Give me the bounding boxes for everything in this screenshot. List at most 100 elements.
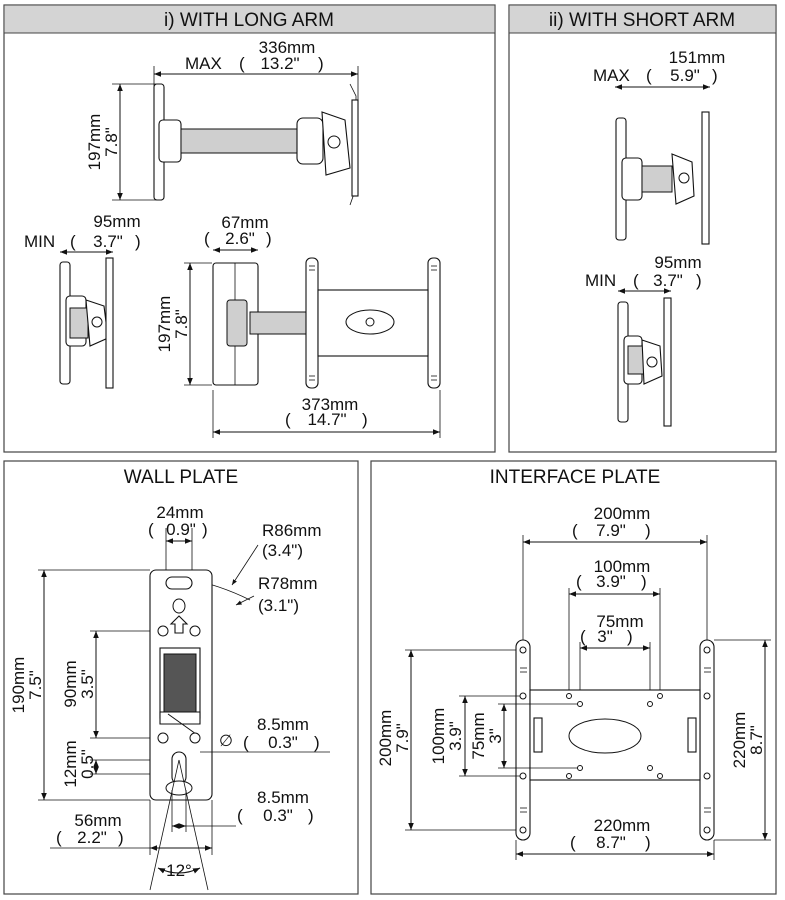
interface-plate-drawing <box>515 639 715 841</box>
svg-text:(: ( <box>285 410 291 429</box>
svg-text:): ) <box>645 521 651 540</box>
panel-long-arm: i) WITH LONG ARM MAX 336mm ( 13.2" ) 197… <box>3 4 496 453</box>
iface-w75-mm: 75mm <box>596 612 643 631</box>
iface-h100-in: 3.9" <box>446 721 465 751</box>
svg-text:(: ( <box>148 520 154 539</box>
svg-text:): ) <box>627 627 633 646</box>
panel-title-wall-plate: WALL PLATE <box>124 467 238 488</box>
svg-text:): ) <box>645 833 651 852</box>
wall-r-inner: R78mm <box>258 574 318 593</box>
svg-text:(: ( <box>576 572 582 591</box>
svg-text:): ) <box>118 828 124 847</box>
svg-text:): ) <box>202 520 208 539</box>
long-front-w-mm: 373mm <box>302 395 359 414</box>
svg-text:): ) <box>266 229 272 248</box>
long-max-mm: 336mm <box>259 38 316 57</box>
panel-short-arm: ii) WITH SHORT ARM MAX 151mm ( 5.9" ) MI… <box>508 4 777 453</box>
long-plate-w-mm: 67mm <box>221 213 268 232</box>
svg-text:(: ( <box>633 271 639 290</box>
long-front-w-in: 14.7" <box>307 410 346 429</box>
svg-text:(: ( <box>239 54 245 73</box>
long-arm-folded-side-view <box>59 257 114 389</box>
svg-text:): ) <box>318 54 324 73</box>
iface-h200-mm: 200mm <box>376 710 395 767</box>
panel-title-interface-plate: INTERFACE PLATE <box>490 467 661 488</box>
wall-offset-mm: 12mm <box>61 740 80 787</box>
iface-w100-in: 3.9" <box>596 572 626 591</box>
short-max-mm: 151mm <box>669 48 726 67</box>
svg-text:(: ( <box>570 833 576 852</box>
short-min-in: 3.7" <box>653 271 683 290</box>
svg-text:(: ( <box>56 828 62 847</box>
iface-w200-in: 7.9" <box>596 521 626 540</box>
svg-text:): ) <box>696 271 702 290</box>
long-height-in: 7.8" <box>102 127 121 157</box>
wall-hole-dia-symbol: ∅ <box>219 733 233 750</box>
panel-title-short-arm: ii) WITH SHORT ARM <box>549 10 735 31</box>
panel-title-long-arm: i) WITH LONG ARM <box>164 10 334 31</box>
short-max-label: MAX <box>593 66 630 85</box>
panel-wall-plate: WALL PLATE 24mm ( 0.9" ) R86mm (3.4") R7… <box>3 460 359 895</box>
svg-text:(: ( <box>572 521 578 540</box>
long-arm-front-view <box>212 257 441 389</box>
svg-text:): ) <box>135 232 141 251</box>
iface-w220-mm: 220mm <box>594 816 651 835</box>
long-max-in: 13.2" <box>260 54 299 73</box>
long-max-label: MAX <box>185 54 222 73</box>
iface-h75-mm: 75mm <box>469 712 488 759</box>
long-front-height-mm: 197mm <box>155 296 174 353</box>
long-min-in: 3.7" <box>93 232 123 251</box>
svg-text:(: ( <box>204 229 210 248</box>
long-height-mm: 197mm <box>85 114 104 171</box>
panel-interface-plate: INTERFACE PLATE 200mm ( 7.9" ) 100mm ( 3… <box>370 460 777 895</box>
svg-text:(: ( <box>70 232 76 251</box>
iface-w200-mm: 200mm <box>594 504 651 523</box>
short-max-in: 5.9" <box>670 66 700 85</box>
short-min-label: MIN <box>585 271 616 290</box>
svg-text:): ) <box>641 572 647 591</box>
wall-r-outer: R86mm <box>262 521 322 540</box>
wall-width-in: 2.2" <box>77 828 107 847</box>
long-plate-w-in: 2.6" <box>225 229 255 248</box>
short-arm-folded-side-view <box>617 297 672 427</box>
iface-h220-in: 8.7" <box>747 725 766 755</box>
long-min-label: MIN <box>24 232 55 251</box>
svg-text:(: ( <box>580 627 586 646</box>
wall-r-outer-in: (3.4") <box>262 541 303 560</box>
wall-height-in: 7.5" <box>26 670 45 700</box>
svg-text:(: ( <box>646 66 652 85</box>
wall-height-mm: 190mm <box>9 657 28 714</box>
wall-r-inner-in: (3.1") <box>258 596 299 615</box>
svg-text:): ) <box>362 410 368 429</box>
wall-slot-w-in: 0.9" <box>166 520 196 539</box>
short-min-mm: 95mm <box>654 253 701 272</box>
iface-w75-in: 3" <box>597 627 613 646</box>
wall-slot-w-mm: 24mm <box>156 503 203 522</box>
svg-text:(: ( <box>237 806 243 825</box>
wall-width-mm: 56mm <box>74 811 121 830</box>
wall-hole-dia-mm: 8.5mm <box>257 715 309 734</box>
iface-w220-in: 8.7" <box>596 833 626 852</box>
svg-text:): ) <box>712 66 718 85</box>
iface-h200-in: 7.9" <box>393 723 412 753</box>
wall-angle: 12° <box>166 861 192 880</box>
iface-h220-mm: 220mm <box>730 712 749 769</box>
wall-offset-in: 0.5" <box>78 749 97 779</box>
wall-hole-dia-in: 0.3" <box>268 733 298 752</box>
long-min-mm: 95mm <box>93 212 140 231</box>
long-front-height-in: 7.8" <box>172 309 191 339</box>
svg-text:): ) <box>308 806 314 825</box>
wall-plate-drawing <box>149 569 213 801</box>
long-arm-extended-side-view <box>153 83 359 206</box>
wall-hole-spacing-in: 3.5" <box>78 669 97 699</box>
wall-hole-spacing-mm: 90mm <box>61 660 80 707</box>
iface-h75-in: 3" <box>486 728 505 744</box>
short-arm-extended-side-view <box>615 111 710 245</box>
svg-text:(: ( <box>243 733 249 752</box>
wall-slot-dia-in: 0.3" <box>263 806 293 825</box>
iface-w100-mm: 100mm <box>594 557 651 576</box>
iface-h100-mm: 100mm <box>429 708 448 765</box>
wall-slot-dia-mm: 8.5mm <box>257 788 309 807</box>
svg-text:): ) <box>314 733 320 752</box>
